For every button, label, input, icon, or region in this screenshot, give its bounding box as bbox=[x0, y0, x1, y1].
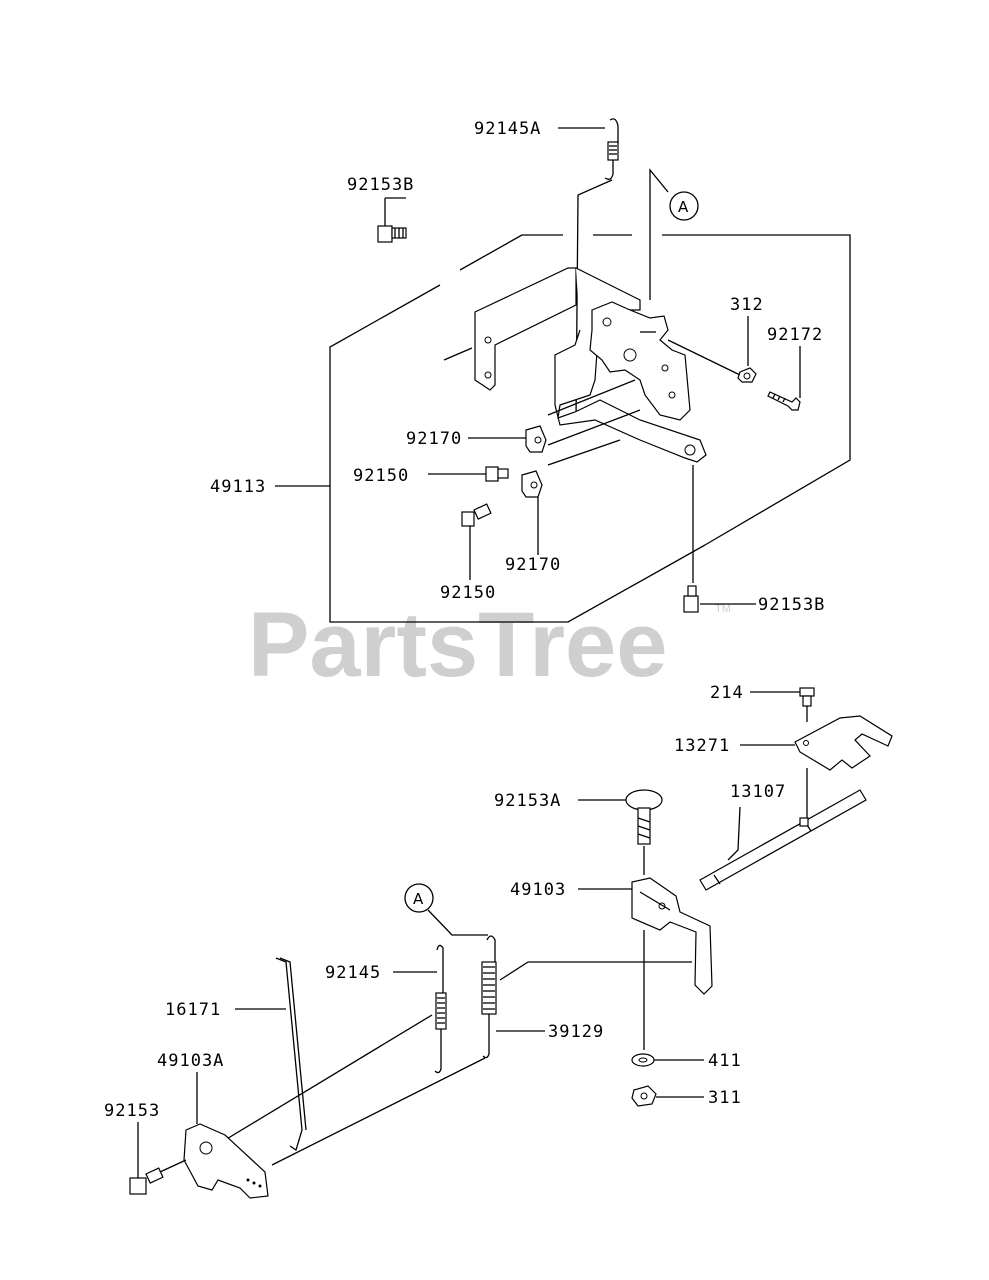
label-92170-b: 92170 bbox=[505, 555, 561, 575]
watermark-trademark: TM bbox=[715, 603, 731, 615]
lever-49103A bbox=[183, 1123, 269, 1199]
label-411: 411 bbox=[708, 1051, 742, 1071]
callout-a-bottom: A bbox=[413, 890, 424, 908]
part-labels: 92145A 92153B 312 92172 92170 92150 4911… bbox=[104, 119, 825, 1121]
label-49103A: 49103A bbox=[157, 1051, 224, 1071]
label-92153B-top: 92153B bbox=[347, 175, 414, 195]
throttle-spring-92145A bbox=[604, 118, 619, 180]
label-92145A: 92145A bbox=[474, 119, 541, 139]
label-92150-b: 92150 bbox=[440, 583, 496, 603]
label-49103: 49103 bbox=[510, 880, 566, 900]
label-13107: 13107 bbox=[730, 782, 786, 802]
label-16171: 16171 bbox=[165, 1000, 221, 1020]
shaft-13107 bbox=[699, 789, 867, 891]
label-92150-a: 92150 bbox=[353, 466, 409, 486]
label-92145: 92145 bbox=[325, 963, 381, 983]
callout-a-top: A bbox=[678, 198, 689, 216]
screw-92172-icon bbox=[767, 391, 801, 411]
governor-lever-plate bbox=[589, 301, 691, 421]
bolt-92153-icon bbox=[129, 1167, 164, 1195]
label-92170-a: 92170 bbox=[406, 429, 462, 449]
washer-411-icon bbox=[631, 1053, 655, 1067]
bolt-92150-b-icon bbox=[461, 503, 492, 527]
watermark: PartsTree bbox=[248, 594, 667, 696]
spring-92145 bbox=[434, 944, 447, 1074]
spring-39129 bbox=[481, 935, 497, 1059]
label-92172: 92172 bbox=[767, 325, 823, 345]
bolt-92153B-bottom-icon bbox=[683, 585, 699, 613]
panel-bracket-outline bbox=[329, 234, 851, 623]
clip-92170-b-icon bbox=[521, 470, 543, 498]
lever-49103 bbox=[631, 877, 713, 995]
plate-13271 bbox=[794, 715, 893, 771]
label-92153A: 92153A bbox=[494, 791, 561, 811]
rod-16171 bbox=[275, 957, 307, 1152]
label-49113: 49113 bbox=[210, 477, 266, 497]
nut-312-icon bbox=[737, 367, 757, 383]
label-39129: 39129 bbox=[548, 1022, 604, 1042]
label-214: 214 bbox=[710, 683, 744, 703]
label-13271: 13271 bbox=[674, 736, 730, 756]
label-312: 312 bbox=[730, 295, 764, 315]
label-311: 311 bbox=[708, 1088, 742, 1108]
bolt-92153B-top-icon bbox=[377, 225, 407, 243]
bolt-92153A-icon bbox=[625, 789, 663, 845]
bolt-92150-a-icon bbox=[485, 466, 509, 482]
clip-92170-a-icon bbox=[525, 425, 547, 453]
label-92153: 92153 bbox=[104, 1101, 160, 1121]
label-92153B-bottom: 92153B bbox=[758, 595, 825, 615]
nut-311-icon bbox=[631, 1085, 657, 1107]
screw-214-icon bbox=[799, 687, 815, 707]
